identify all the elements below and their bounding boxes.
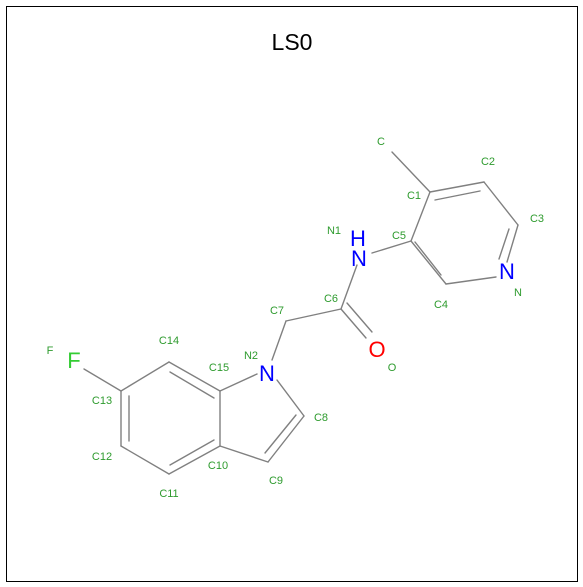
bond-c15-c14 [168,361,221,392]
bond-n-c4 [445,276,497,285]
bond-c4-c5 [410,240,447,285]
atom-label-f: F [47,345,54,357]
bond-c5-n1 [371,240,412,254]
bond-c15-n2 [219,373,258,392]
atom-labels: C C1 C2 C3 N C4 C5 N1 C6 O C7 N2 C8 C9 C… [47,136,544,500]
bond-c3-n [506,224,519,263]
bond-c9-c10 [219,445,269,463]
atom-label-c: C [377,136,385,148]
bond-c2-c3 [483,181,519,226]
bond-c6-o-double [346,302,373,333]
bond-c12-c11 [120,445,170,475]
bond-c11-c10-inner [169,439,215,466]
atom-label-c7: C7 [270,305,284,317]
atom-label-c11: C11 [159,488,178,500]
atom-symbol-fluorine: F [67,348,80,373]
bond-c1-c2 [429,181,485,193]
bond-c3-n-inner [498,228,510,260]
bond-c-c1 [391,151,431,193]
bond-c13-f [83,368,122,392]
atom-symbol-nh-n: N [351,246,367,271]
bond-c14-c13 [120,361,170,392]
bond-c1-c2-inner [434,190,481,201]
atom-label-c4: C4 [434,299,448,311]
bond-c6-o [340,308,367,339]
bond-c6-c7 [285,308,342,322]
atom-label-c3: C3 [530,213,544,225]
bond-n2-c8 [276,379,305,417]
atom-label-c10: C10 [208,460,228,472]
diagram-title: LS0 [272,29,313,55]
atom-label-o: O [388,362,397,374]
bond-c15-c14-inner [169,371,215,399]
bond-c8-c9-inner [264,414,297,454]
bond-c4-c5-inner [414,241,442,276]
atom-symbol-indole-n: N [259,361,275,386]
bond-c5-c1 [410,191,431,242]
atom-label-c14: C14 [159,335,179,347]
atom-label-c5: C5 [392,230,406,242]
atom-label-c6: C6 [324,293,338,305]
bond-c7-n2 [271,320,287,361]
bond-c11-c10 [168,445,221,475]
atom-symbol-pyridine-n: N [499,259,515,284]
bonds [83,151,519,475]
atom-label-c9: C9 [269,475,283,487]
atom-symbol-nh-h: H [350,226,366,251]
atom-label-n2: N2 [244,350,258,362]
atom-label-c15: C15 [209,362,229,374]
atom-label-c13: C13 [92,395,112,407]
atom-label-c1: C1 [407,190,421,202]
atom-label-n: N [514,287,522,299]
atom-symbol-carbonyl-o: O [368,337,385,362]
diagram-frame [6,6,578,582]
atom-label-c12: C12 [92,451,112,463]
atom-label-n1: N1 [327,225,341,237]
bond-n1-c6 [340,264,358,310]
atom-label-c2: C2 [481,156,495,168]
bond-c8-c9 [267,415,305,463]
atom-label-c8: C8 [314,412,328,424]
atom-symbols: H N N N O F [67,226,515,386]
